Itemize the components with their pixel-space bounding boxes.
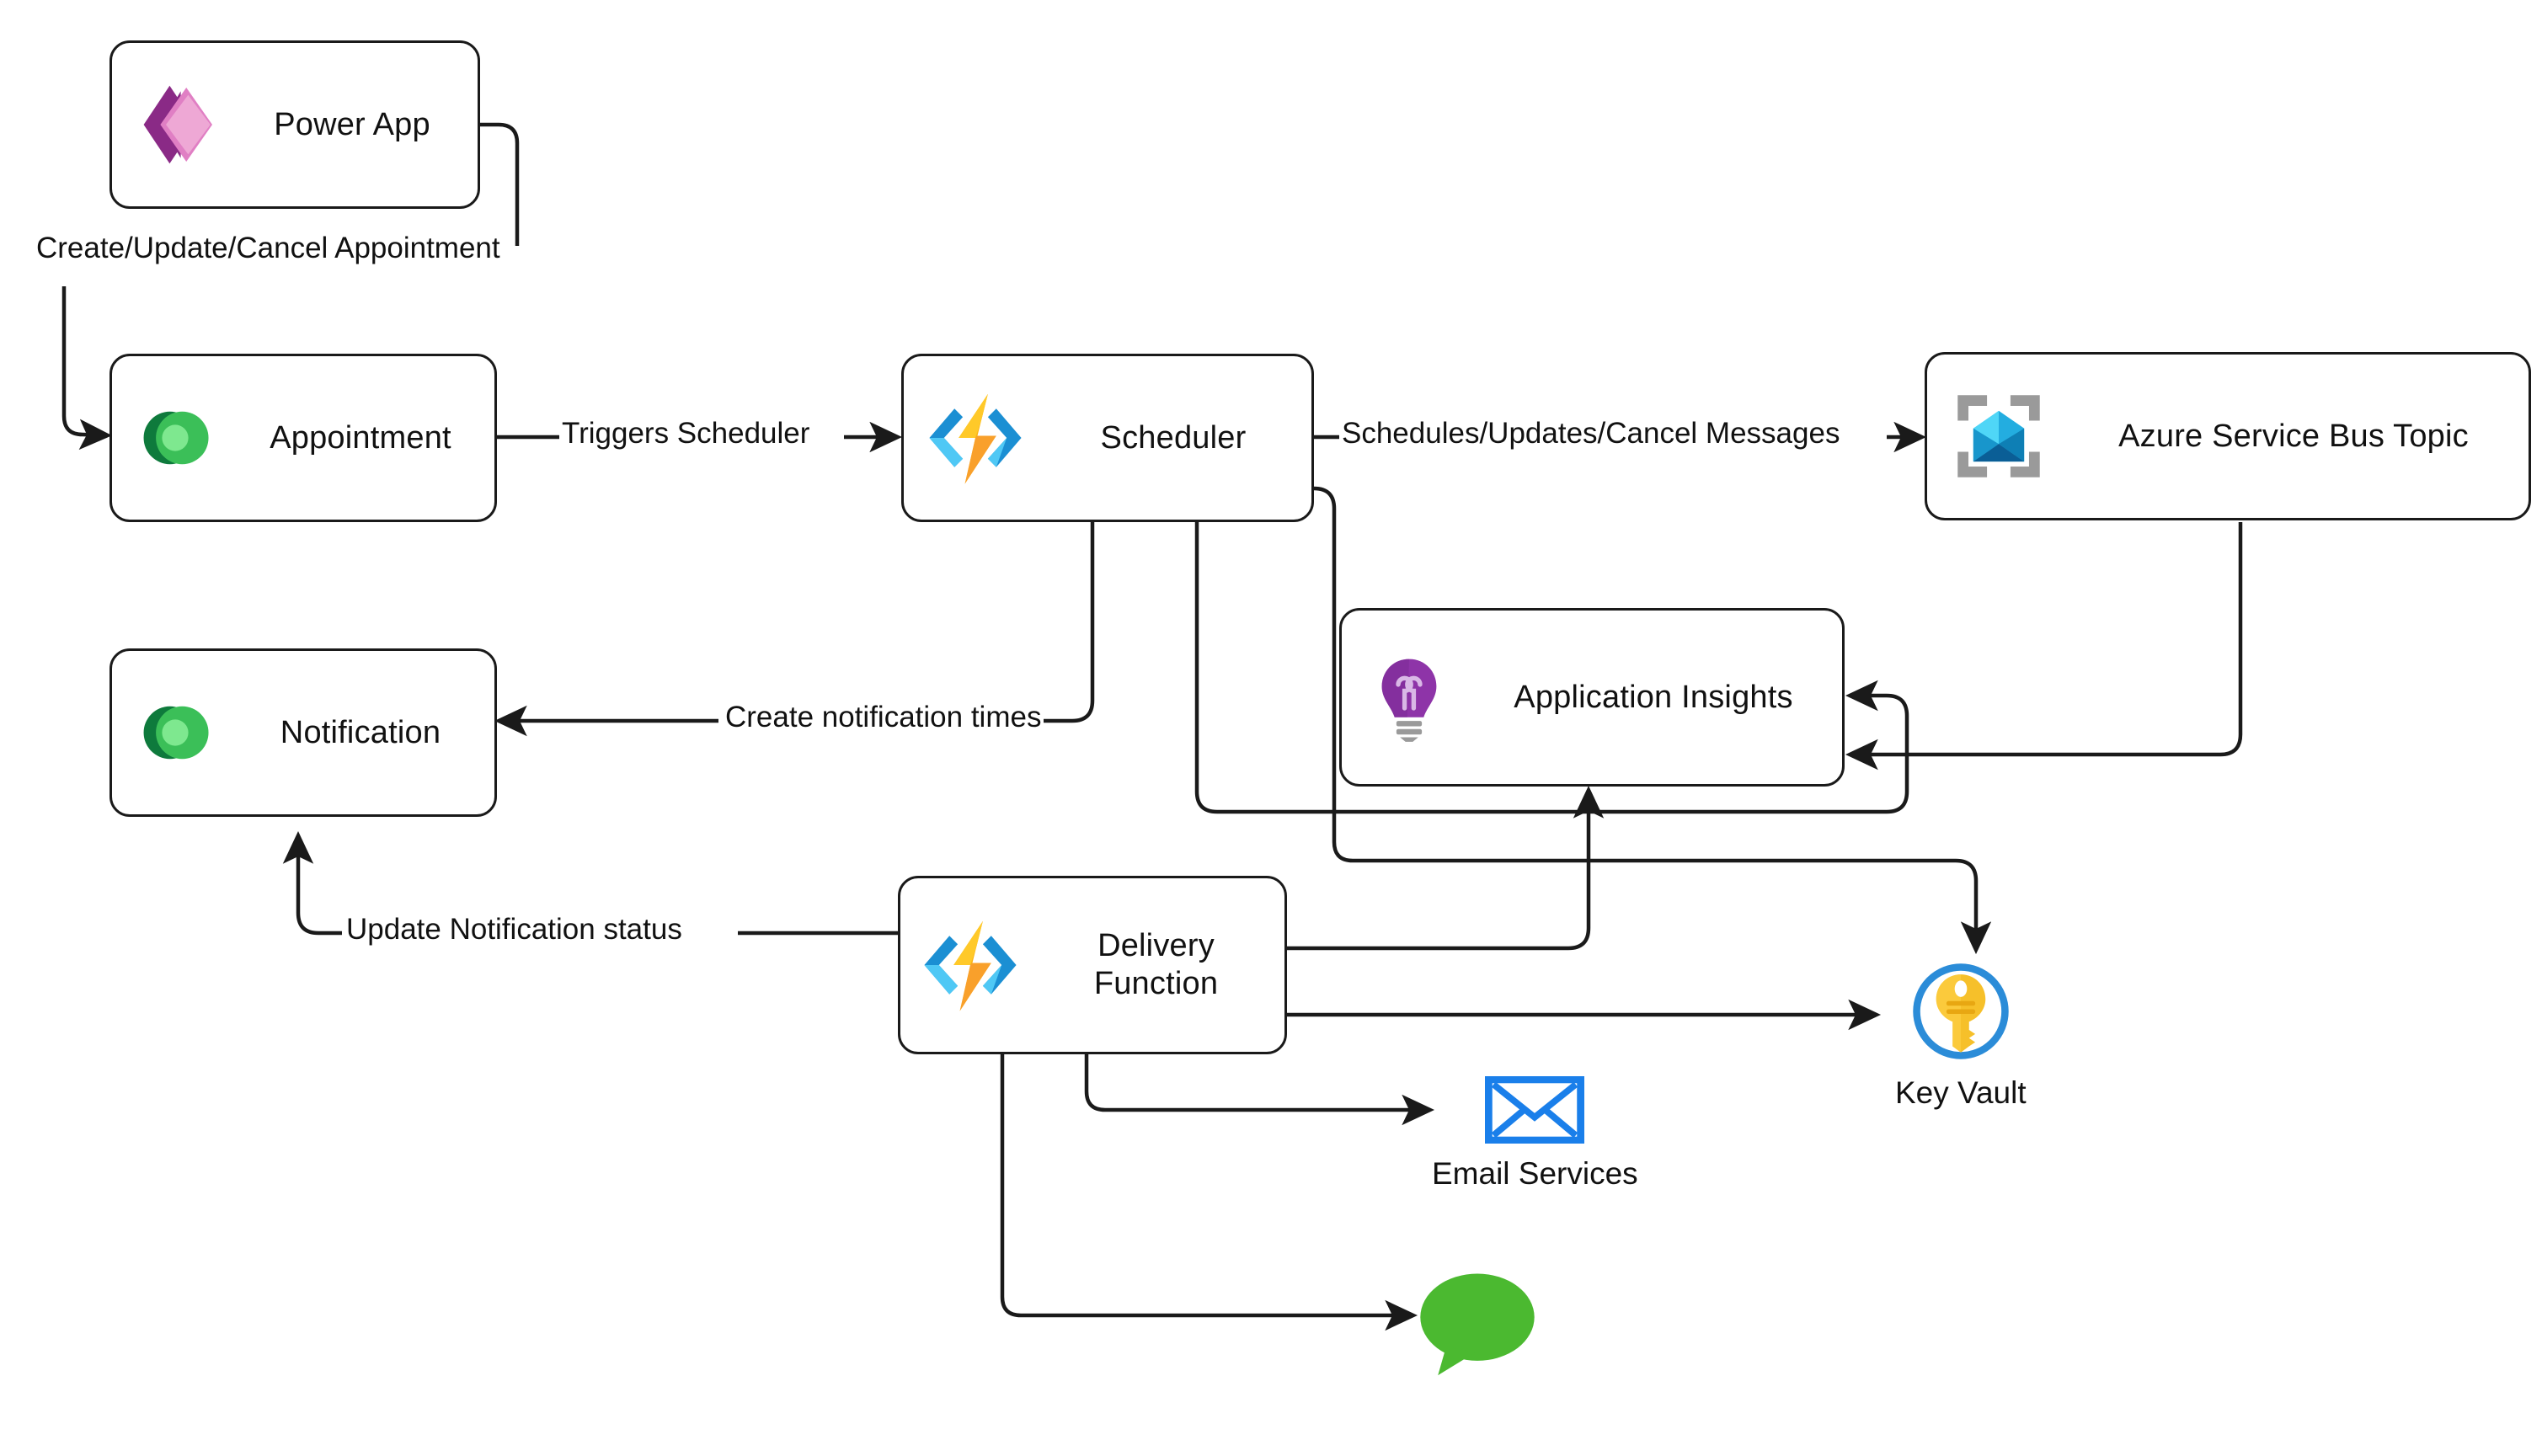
node-label: Appointment: [270, 419, 451, 456]
key-vault-icon: [1909, 960, 2012, 1067]
azure-function-icon: [900, 913, 1039, 1017]
node-service-bus-topic[interactable]: Azure Service Bus Topic: [1925, 352, 2531, 520]
node-notification[interactable]: Notification: [109, 648, 497, 817]
node-scheduler[interactable]: Scheduler: [901, 354, 1314, 522]
edge-label-triggers-scheduler: Triggers Scheduler: [559, 417, 813, 451]
dataverse-table-icon: [112, 689, 238, 776]
edge-scheduler-to-notification: [1007, 522, 1095, 723]
edge-powerapp-to-appointment-top: [480, 122, 520, 246]
node-power-app[interactable]: Power App: [109, 40, 480, 209]
node-appointment[interactable]: Appointment: [109, 354, 497, 522]
envelope-icon: [1485, 1075, 1585, 1148]
node-email-services[interactable]: Email Services: [1432, 1075, 1638, 1192]
dataverse-table-icon: [112, 394, 238, 482]
edge-label-create-notification-times: Create notification times: [723, 701, 1044, 734]
node-key-vault[interactable]: Key Vault: [1895, 960, 2027, 1111]
node-label: Key Vault: [1895, 1075, 2027, 1110]
edge-delivery-to-sms: [1000, 1054, 1418, 1331]
azure-function-icon: [904, 386, 1047, 490]
edge-delivery-to-email: [1084, 1054, 1435, 1126]
sms-bubble-icon: [1415, 1272, 1540, 1384]
edge-servicebus-to-appinsights: [1845, 522, 2243, 771]
node-label: Notification: [280, 714, 441, 750]
node-application-insights[interactable]: Application Insights: [1339, 608, 1845, 787]
node-label: Delivery Function: [1093, 928, 1219, 1001]
node-label: Application Insights: [1514, 679, 1793, 715]
node-sms-services[interactable]: [1415, 1272, 1540, 1392]
service-bus-icon: [1927, 387, 2070, 485]
node-label: Power App: [274, 106, 430, 142]
edge-delivery-to-notification-left: [282, 830, 342, 936]
power-apps-icon: [112, 78, 238, 171]
edge-label-update-notification-status: Update Notification status: [344, 913, 685, 947]
node-label: Azure Service Bus Topic: [2118, 418, 2469, 454]
edge-powerapp-to-appointment-bottom: [61, 286, 113, 451]
app-insights-icon: [1342, 652, 1477, 743]
edge-delivery-to-appinsights: [1287, 785, 1605, 951]
edge-label-schedules-updates-cancel-messages: Schedules/Updates/Cancel Messages: [1339, 417, 1843, 451]
node-label: Email Services: [1432, 1156, 1638, 1191]
node-label: Scheduler: [1100, 419, 1247, 456]
edge-label-create-update-cancel-appointment: Create/Update/Cancel Appointment: [34, 232, 503, 265]
node-delivery-function[interactable]: Delivery Function: [898, 876, 1287, 1054]
